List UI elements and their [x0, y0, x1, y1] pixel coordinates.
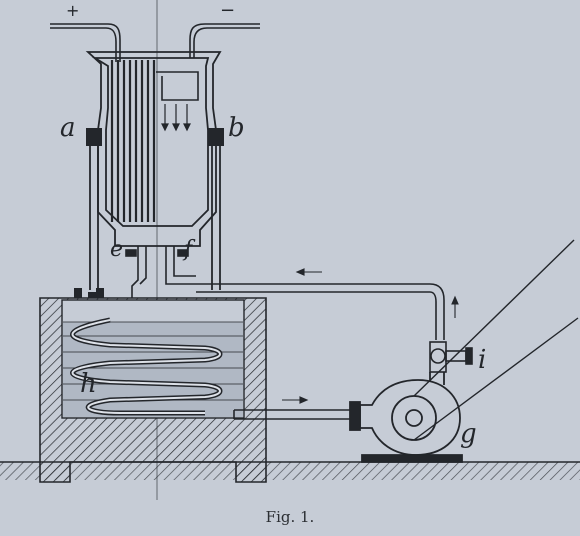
- terminal-wires: [50, 23, 260, 62]
- label-i: i: [478, 345, 486, 375]
- label-g: g: [460, 419, 477, 449]
- apparatus-diagram: + − a b e f h i g: [0, 0, 580, 500]
- outlet-pipes: [125, 246, 196, 298]
- drive-belt: [413, 239, 579, 441]
- pump-inlet-pipe: [233, 409, 360, 420]
- electrode-stack: [110, 60, 156, 222]
- electrolyser-vessel: [85, 51, 222, 247]
- label-a: a: [60, 113, 76, 143]
- label-e: e: [110, 237, 123, 262]
- label-h: h: [80, 369, 97, 399]
- flow-arrow-return: [295, 268, 322, 276]
- water-tank: [39, 297, 267, 483]
- flow-arrow-up: [451, 295, 459, 318]
- lid-bolts: [74, 288, 104, 298]
- vessel-legs: [89, 145, 221, 290]
- support-b: [208, 128, 224, 146]
- label-b: b: [228, 113, 245, 143]
- support-a: [86, 128, 102, 146]
- internal-flow-arrows: [161, 104, 191, 132]
- busbar-bracket: [156, 71, 199, 101]
- flow-arrow-inlet: [282, 396, 309, 404]
- terminal-minus: −: [220, 0, 235, 21]
- figure-caption: Fig. 1.: [265, 508, 315, 526]
- floor: [0, 461, 580, 480]
- cooling-coil-highlight: [71, 319, 221, 414]
- label-f: f: [182, 237, 196, 262]
- terminal-plus: +: [66, 1, 79, 20]
- return-pipe: [196, 283, 445, 340]
